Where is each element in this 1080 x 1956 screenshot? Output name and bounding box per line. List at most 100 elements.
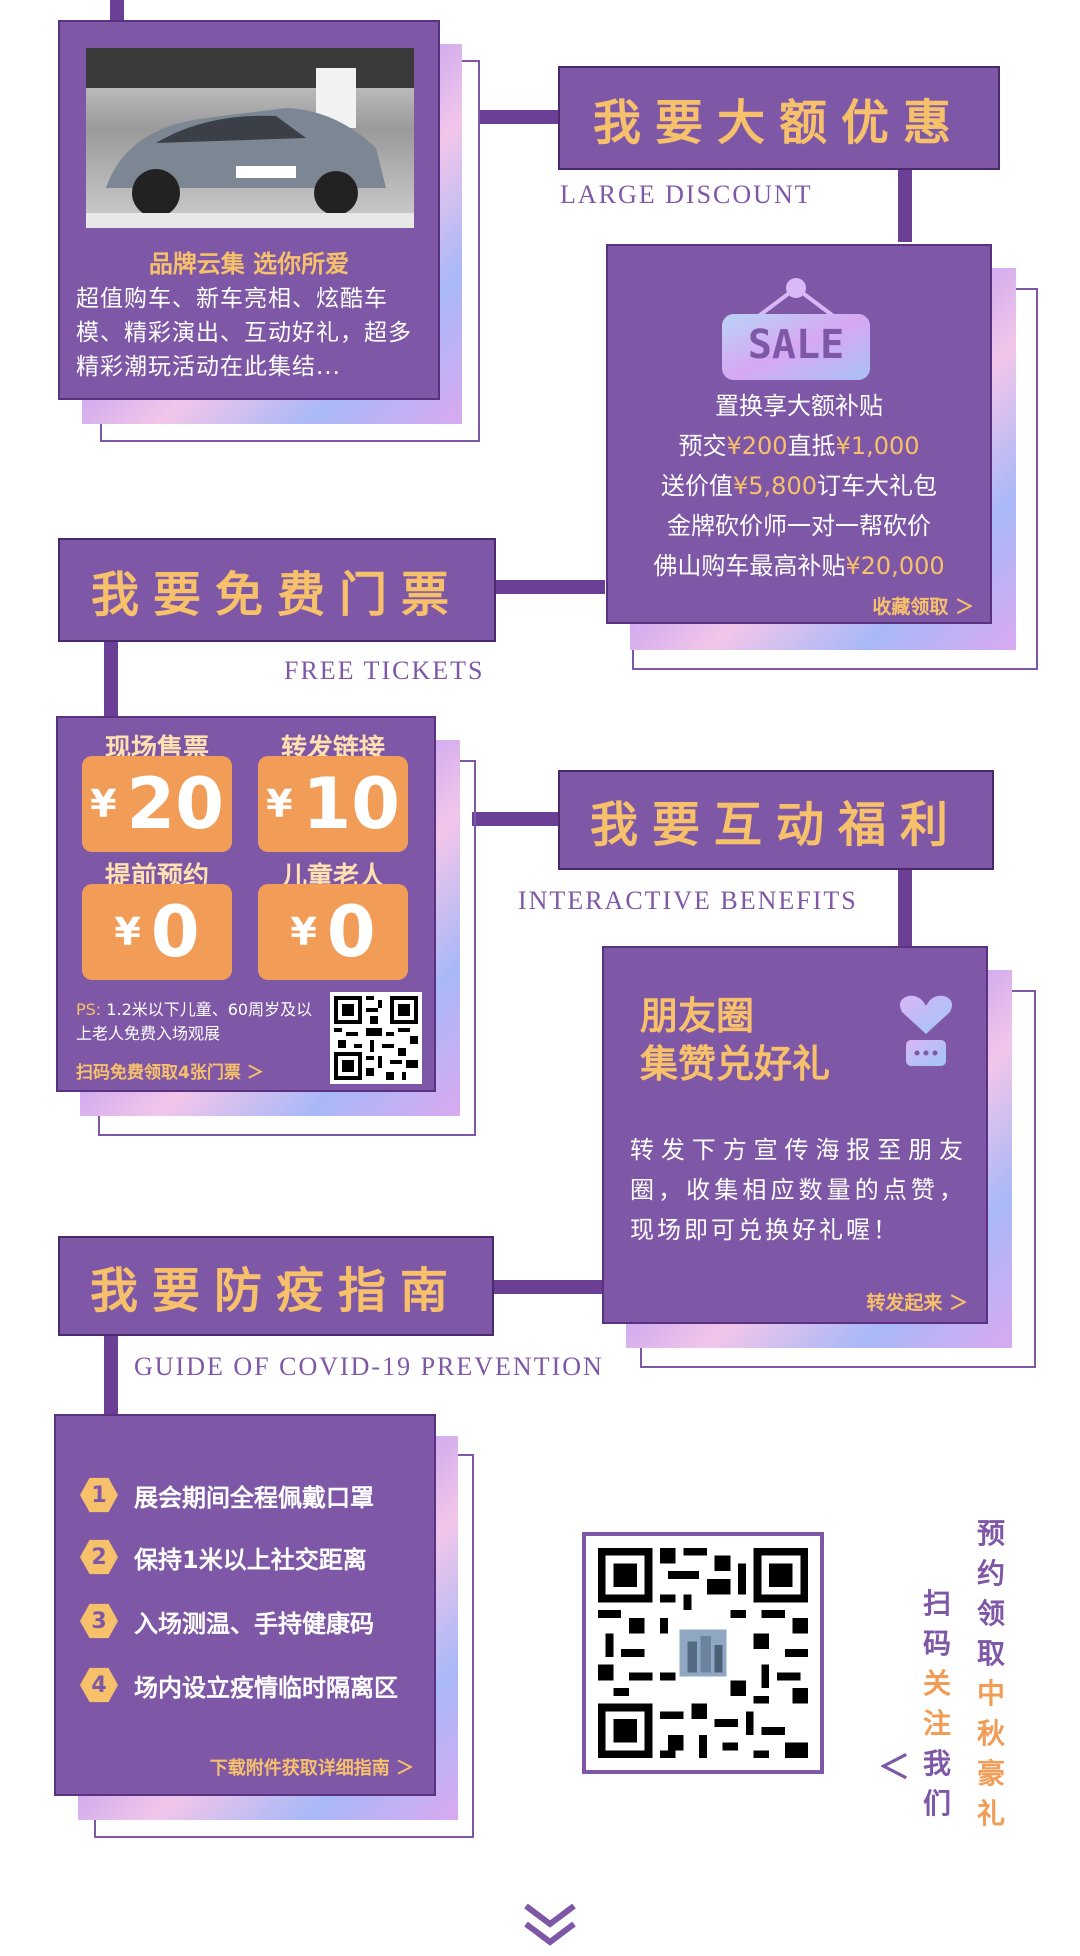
currency: ¥ xyxy=(290,910,317,954)
number-badge: 3 xyxy=(80,1603,118,1639)
cta-column-right-top: 预 约 领 取 中 秋 豪 礼 xyxy=(976,1514,1006,1834)
currency: ¥ xyxy=(90,782,117,826)
benefits-body: 转发下方宣传海报至朋友圈，收集相应数量的点赞，现场即可兑换好礼喔！ xyxy=(630,1136,966,1244)
ps-note: PS: 1.2米以下儿童、60周岁及以上老人免费入场观展 xyxy=(76,998,316,1046)
card-tickets: 现场售票 ¥20 转发链接 ¥10 提前预约 ¥0 儿童老人 ¥0 PS: 1.… xyxy=(56,716,436,1092)
cta-char: 扫 xyxy=(922,1587,951,1620)
ps-text: 1.2米以下儿童、60周岁及以上老人免费入场观展 xyxy=(76,1000,313,1043)
ticket-price: ¥10 xyxy=(258,756,408,852)
connector-top xyxy=(110,0,124,20)
price-text: ¥5,800 xyxy=(733,472,817,500)
number-badge: 1 xyxy=(80,1477,118,1513)
card-body: 超值购车、新车亮相、炫酷车模、精彩演出、互动好礼，超多精彩潮玩活动在此集结... xyxy=(76,286,412,380)
line-text: 佛山购车最高补贴 xyxy=(653,552,846,580)
discount-line: 送价值¥5,800订车大礼包 xyxy=(608,466,990,506)
follow-qr-code[interactable] xyxy=(582,1532,824,1774)
ps-label: PS: xyxy=(76,1000,102,1019)
cta-column-left: 扫 码 关 注 我 们 xyxy=(922,1584,952,1824)
price: 10 xyxy=(302,763,400,845)
connector xyxy=(478,110,560,124)
share-link[interactable]: 转发起来 ＞ xyxy=(866,1292,968,1314)
connector xyxy=(898,866,912,946)
discount-line: 佛山购车最高补贴¥20,000 xyxy=(608,546,990,586)
download-guide-link[interactable]: 下载附件获取详细指南 ＞ xyxy=(209,1758,414,1779)
qr-code xyxy=(330,992,422,1084)
guide-text: 展会期间全程佩戴口罩 xyxy=(134,1483,374,1512)
guide-item: 2 保持1米以上社交距离 xyxy=(80,1538,367,1576)
guide-item: 3 入场测温、手持健康码 xyxy=(80,1602,374,1640)
section-title-covid: 我要防疫指南 xyxy=(58,1236,494,1336)
connector xyxy=(493,580,605,594)
guide-text: 场内设立疫情临时隔离区 xyxy=(134,1673,398,1702)
section-subtitle-covid: GUIDE OF COVID-19 PREVENTION xyxy=(134,1352,604,1381)
card-discount: SALE 置换享大额补贴 预交¥200直抵¥1,000 送价值¥5,800订车大… xyxy=(606,244,992,624)
collect-link[interactable]: 收藏领取 ＞ xyxy=(872,596,974,618)
price-text: ¥200 xyxy=(726,432,788,460)
price: 20 xyxy=(126,763,224,845)
connector xyxy=(104,640,118,718)
discount-lines: 置换享大额补贴 预交¥200直抵¥1,000 送价值¥5,800订车大礼包 金牌… xyxy=(608,386,990,586)
cta-char: 注 xyxy=(922,1707,951,1740)
connector xyxy=(898,168,912,242)
car-photo xyxy=(86,48,414,228)
discount-line: 置换享大额补贴 xyxy=(608,386,990,426)
sale-sign-icon: SALE xyxy=(716,274,876,384)
chevron-double-down-icon[interactable] xyxy=(520,1900,580,1950)
card-benefits: 朋友圈 集赞兑好礼 转发下方宣传海报至朋友圈，收集相应数量的点赞，现场即可兑换好… xyxy=(602,946,988,1324)
benefits-title: 朋友圈 集赞兑好礼 xyxy=(640,992,830,1088)
sale-text: SALE xyxy=(747,322,845,368)
connector xyxy=(104,1336,118,1416)
ticket-price: ¥20 xyxy=(82,756,232,852)
cta-char: 礼 xyxy=(976,1797,1005,1830)
discount-line: 预交¥200直抵¥1,000 xyxy=(608,426,990,466)
line-text: 订车大礼包 xyxy=(816,472,937,500)
connector xyxy=(490,1280,605,1294)
number-badge: 4 xyxy=(80,1667,118,1703)
cta-char: 码 xyxy=(922,1627,951,1660)
heart-chat-icon xyxy=(896,992,956,1072)
section-subtitle-discount: LARGE DISCOUNT xyxy=(560,180,813,209)
card-covid: 1 展会期间全程佩戴口罩 2 保持1米以上社交距离 3 入场测温、手持健康码 4 场内设… xyxy=(54,1414,436,1796)
line-text: 送价值 xyxy=(661,472,733,500)
section-title-benefits: 我要互动福利 xyxy=(558,770,994,870)
guide-item: 1 展会期间全程佩戴口罩 xyxy=(80,1476,374,1514)
section-subtitle-benefits: INTERACTIVE BENEFITS xyxy=(518,886,858,915)
price-text: ¥20,000 xyxy=(845,552,945,580)
chevron-left-icon: ＜ xyxy=(878,1748,911,1786)
guide-text: 入场测温、手持健康码 xyxy=(134,1609,374,1638)
cta-char: 我 xyxy=(922,1747,951,1780)
guide-text: 保持1米以上社交距离 xyxy=(134,1545,367,1574)
cta-char: 约 xyxy=(976,1557,1005,1590)
title-line: 朋友圈 xyxy=(640,994,755,1038)
currency: ¥ xyxy=(114,910,141,954)
cta-char: 秋 xyxy=(976,1717,1005,1750)
title-line: 集赞兑好礼 xyxy=(640,1042,831,1086)
line-text: 金牌砍价师一对一帮砍价 xyxy=(667,512,931,540)
currency: ¥ xyxy=(266,782,293,826)
price: 0 xyxy=(326,891,376,973)
line-text: 直抵 xyxy=(787,432,836,460)
cta-char: 预 xyxy=(976,1517,1005,1550)
cta-char: 中 xyxy=(976,1677,1005,1710)
scan-tickets-link[interactable]: 扫码免费领取4张门票 ＞ xyxy=(76,1063,264,1083)
card-car-show: 品牌云集 选你所爱 超值购车、新车亮相、炫酷车模、精彩演出、互动好礼，超多精彩潮… xyxy=(58,20,440,400)
cta-char: 关 xyxy=(922,1667,951,1700)
cta-char: 取 xyxy=(976,1637,1005,1670)
ticket-price: ¥0 xyxy=(82,884,232,980)
section-title-tickets: 我要免费门票 xyxy=(58,538,496,642)
cta-char: 们 xyxy=(922,1787,951,1820)
price: 0 xyxy=(150,891,200,973)
discount-line: 金牌砍价师一对一帮砍价 xyxy=(608,506,990,546)
section-subtitle-tickets: FREE TICKETS xyxy=(284,656,485,685)
guide-item: 4 场内设立疫情临时隔离区 xyxy=(80,1666,398,1704)
connector xyxy=(472,812,560,826)
cta-char: 领 xyxy=(976,1597,1005,1630)
number-badge: 2 xyxy=(80,1539,118,1575)
cta-char: 豪 xyxy=(976,1757,1005,1790)
line-text: 预交 xyxy=(678,432,727,460)
line-text: 置换享大额补贴 xyxy=(715,392,883,420)
section-title-discount: 我要大额优惠 xyxy=(558,66,1000,170)
card-title: 品牌云集 选你所爱 xyxy=(148,250,350,278)
ticket-price: ¥0 xyxy=(258,884,408,980)
price-text: ¥1,000 xyxy=(835,432,920,460)
